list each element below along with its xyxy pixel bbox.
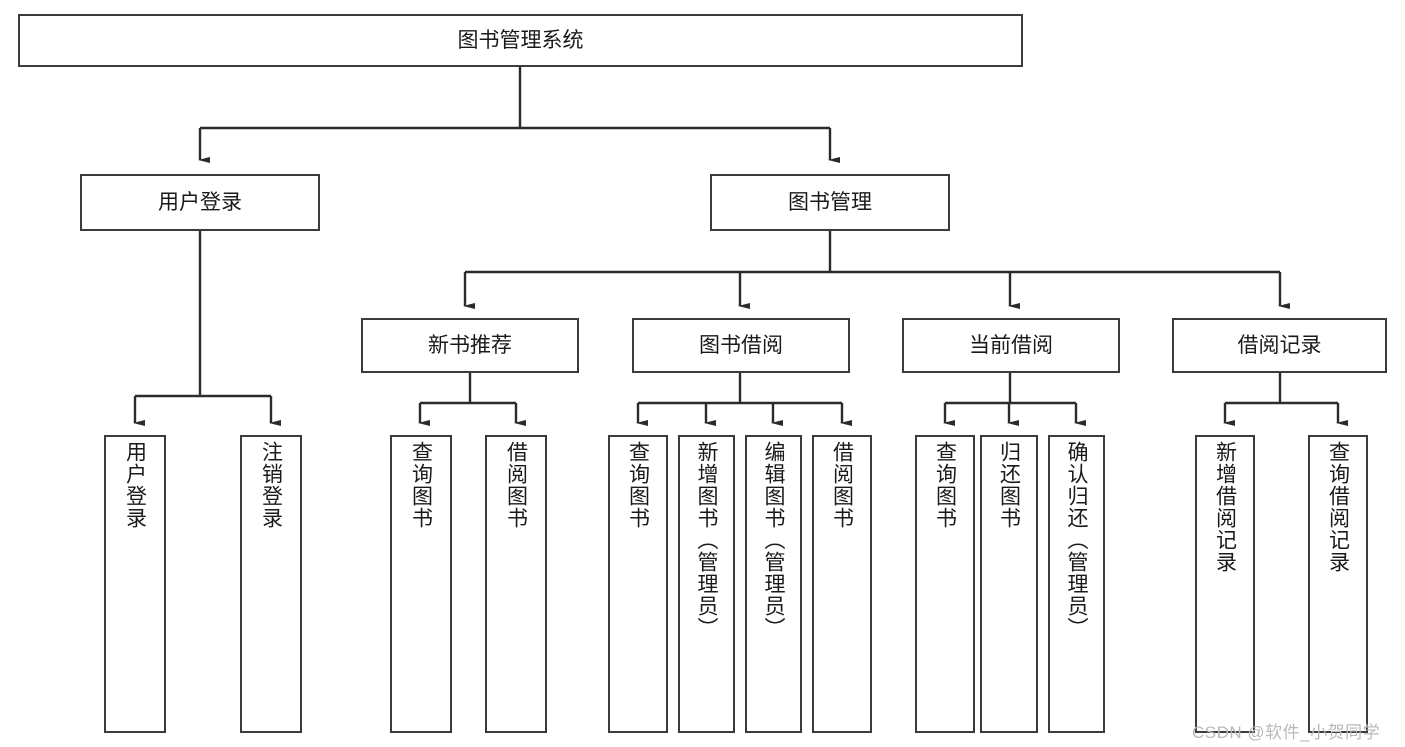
node-leaf-add-book-label: 新增图书（管理员） [695,441,718,639]
node-leaf-query-book-2-label: 查询图书 [626,441,650,529]
node-book-manage[interactable]: 图书管理 [710,174,950,231]
node-current-borrow[interactable]: 当前借阅 [902,318,1120,373]
node-leaf-query-record[interactable]: 查询借阅记录 [1308,435,1368,733]
node-root[interactable]: 图书管理系统 [18,14,1023,67]
node-leaf-confirm-return[interactable]: 确认归还（管理员） [1048,435,1105,733]
node-leaf-borrow-book-1[interactable]: 借阅图书 [485,435,547,733]
node-user-login[interactable]: 用户登录 [80,174,320,231]
node-book-manage-label: 图书管理 [788,190,872,214]
node-leaf-edit-book-label: 编辑图书（管理员） [762,441,785,639]
node-leaf-query-book-3-label: 查询图书 [933,441,957,529]
node-book-borrow-label: 图书借阅 [699,333,783,357]
node-new-book-rec-label: 新书推荐 [428,333,512,357]
node-leaf-query-book-1[interactable]: 查询图书 [390,435,452,733]
node-leaf-user-logout-label: 注销登录 [259,441,283,529]
node-leaf-add-record-label: 新增借阅记录 [1213,441,1237,573]
node-leaf-user-login[interactable]: 用户登录 [104,435,166,733]
node-user-login-label: 用户登录 [158,190,242,214]
csdn-watermark: CSDN @软件_小贺同学 [1192,723,1381,742]
node-current-borrow-label: 当前借阅 [969,333,1053,357]
node-leaf-user-login-label: 用户登录 [123,441,147,529]
node-borrow-record[interactable]: 借阅记录 [1172,318,1387,373]
node-leaf-user-logout[interactable]: 注销登录 [240,435,302,733]
node-leaf-borrow-book-2[interactable]: 借阅图书 [812,435,872,733]
node-leaf-return-book-label: 归还图书 [997,441,1021,529]
node-root-label: 图书管理系统 [457,28,584,52]
node-leaf-return-book[interactable]: 归还图书 [980,435,1038,733]
node-new-book-rec[interactable]: 新书推荐 [361,318,579,373]
node-leaf-query-book-3[interactable]: 查询图书 [915,435,975,733]
node-leaf-query-record-label: 查询借阅记录 [1326,441,1350,573]
node-leaf-add-book[interactable]: 新增图书（管理员） [678,435,735,733]
node-leaf-borrow-book-2-label: 借阅图书 [830,441,854,529]
node-leaf-query-book-2[interactable]: 查询图书 [608,435,668,733]
node-leaf-confirm-return-label: 确认归还（管理员） [1065,441,1088,639]
node-leaf-borrow-book-1-label: 借阅图书 [504,441,528,529]
node-borrow-record-label: 借阅记录 [1237,333,1322,357]
node-book-borrow[interactable]: 图书借阅 [632,318,850,373]
node-leaf-add-record[interactable]: 新增借阅记录 [1195,435,1255,733]
node-leaf-edit-book[interactable]: 编辑图书（管理员） [745,435,802,733]
node-leaf-query-book-1-label: 查询图书 [409,441,433,529]
